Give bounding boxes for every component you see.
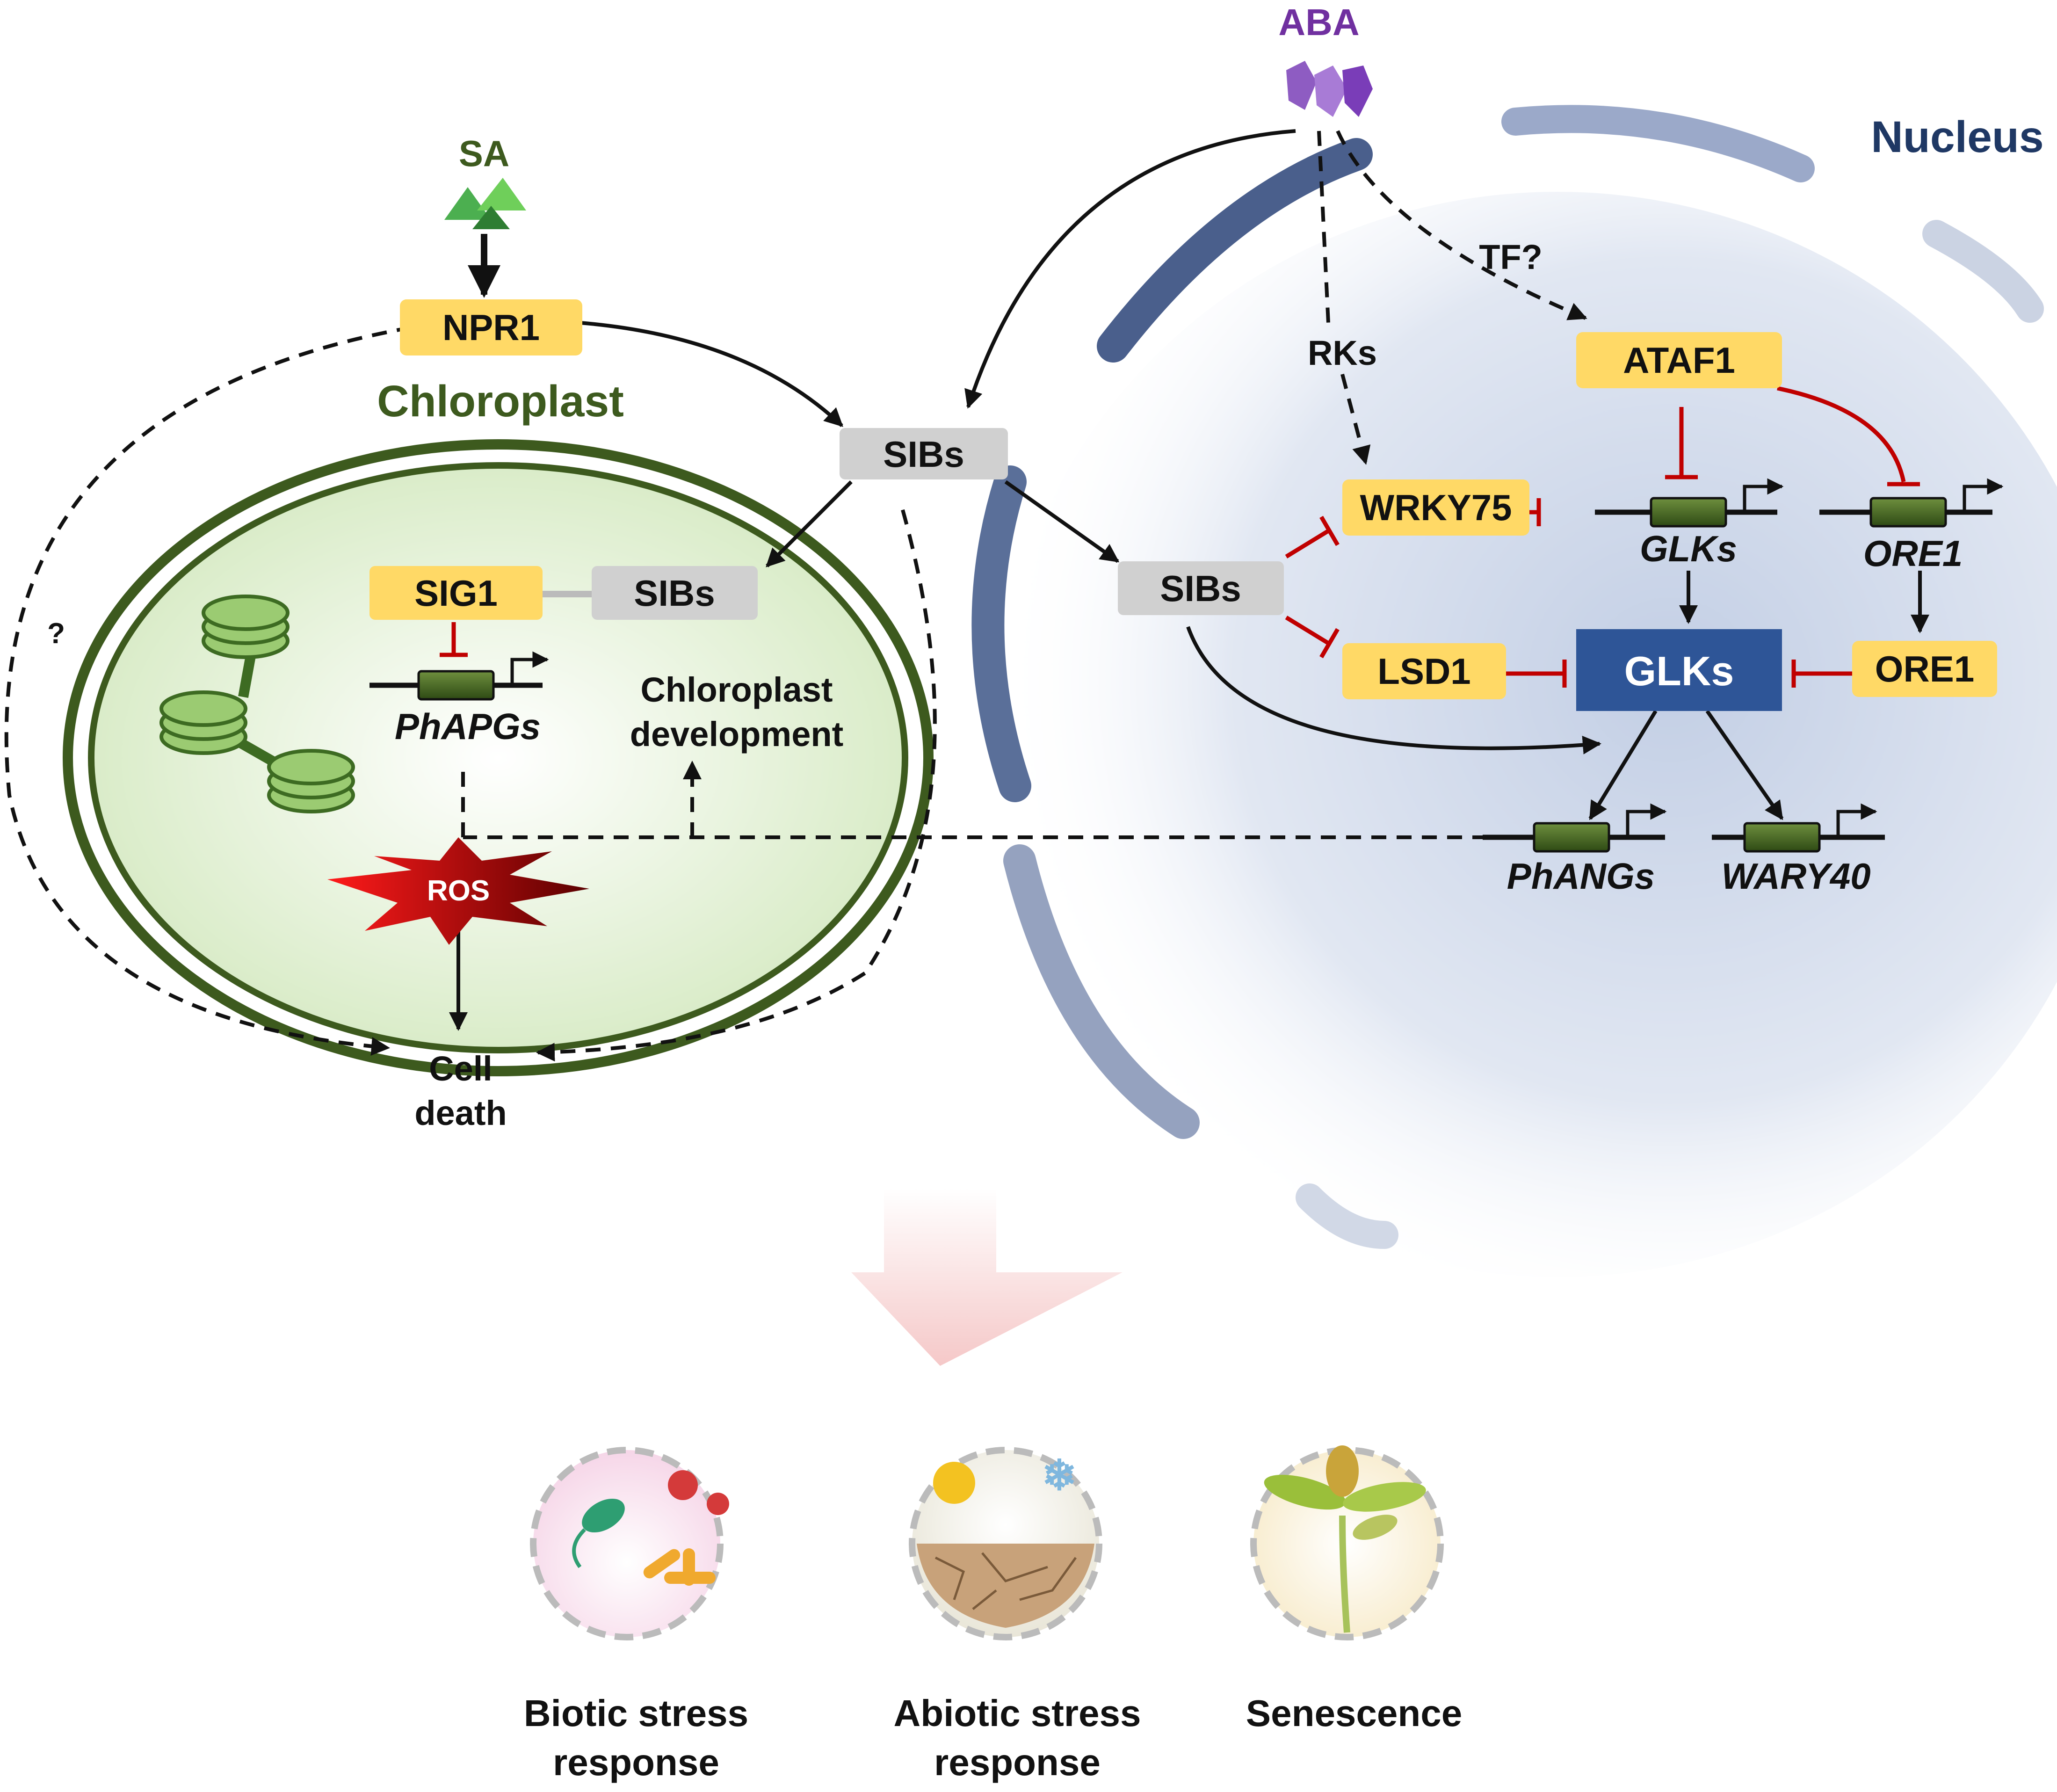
tf-label: TF? [1479,238,1543,276]
senescence-label: Senescence [1246,1692,1463,1734]
glks-protein-label: GLKs [1624,648,1734,694]
ros-label: ROS [427,875,490,907]
ataf1-label: ATAF1 [1623,340,1735,381]
cell-death-line1: Cell [429,1049,493,1088]
protein-boxes [369,299,1997,711]
thylakoid-grana-icon [159,595,355,813]
rks-label: RKs [1308,334,1377,372]
wary40-gene-icon [1712,803,1885,853]
sibs-chloroplast-box [592,566,758,620]
lsd1-box [1342,643,1506,699]
sa-molecule-icon [444,178,526,229]
nucleus-label: Nucleus [1871,112,2044,162]
sibs-center-label: SIBs [883,434,964,475]
ataf1-box [1576,332,1782,388]
sig1-label: SIG1 [414,573,498,614]
seedling-icon [1264,1445,1426,1633]
ore1-gene-label: ORE1 [1863,533,1963,574]
biotic-label-line2: response [553,1741,719,1783]
arrows [449,129,1929,1031]
abiotic-label-line2: response [934,1741,1101,1783]
phangs-gene-icon [1483,803,1667,853]
sig1-box [369,566,543,620]
ros-burst-icon [327,837,589,945]
glks-gene-label: GLKs [1640,528,1737,569]
npr1-label: NPR1 [442,307,540,348]
outcome-senescence-circle [1250,1445,1444,1640]
sun-icon [933,1462,975,1504]
ore1-protein-box [1852,641,1997,697]
sibs-chloroplast-label: SIBs [634,573,715,614]
outcome-biotic-circle [530,1447,729,1640]
question-label: ? [47,617,65,650]
chloroplast-development-line2: development [630,715,843,754]
ore1-gene-icon [1819,478,2004,528]
sa-label: SA [459,133,509,174]
phapgs-gene-icon [369,651,549,701]
cracked-soil-icon [917,1544,1094,1628]
phangs-label: PhANGs [1507,856,1655,897]
sibs-nucleus-label: SIBs [1160,568,1241,609]
gene-tracks [369,478,2004,853]
outcome-arrow [851,1188,1123,1366]
glks-protein-box [1576,629,1782,711]
sibs-center-box [840,428,1008,479]
phapgs-label: PhAPGs [395,706,541,747]
ore1-protein-label: ORE1 [1875,648,1974,689]
aba-label: ABA [1278,1,1359,43]
snowflake-icon: ❄ [1042,1452,1077,1499]
wrky75-label: WRKY75 [1360,487,1512,528]
pathogen-icon [572,1470,729,1586]
inhibition-lines [440,386,1920,688]
outcome-abiotic-circle: ❄ [909,1447,1102,1640]
lsd1-label: LSD1 [1377,651,1470,692]
nucleus-background [996,192,2057,1277]
wrky75-box [1342,479,1529,536]
chloroplast-envelope [63,439,934,1076]
glks-gene-icon [1595,478,1784,528]
npr1-box [400,299,582,355]
biotic-label-line1: Biotic stress [524,1692,748,1734]
chloroplast-label: Chloroplast [377,377,624,426]
abiotic-label-line1: Abiotic stress [893,1692,1141,1734]
chloroplast-development-line1: Chloroplast [640,670,833,709]
sibs-nucleus-box [1118,561,1284,615]
aba-molecule-icon [1286,61,1373,117]
wary40-label: WARY40 [1721,856,1870,897]
cell-death-line2: death [414,1094,507,1132]
